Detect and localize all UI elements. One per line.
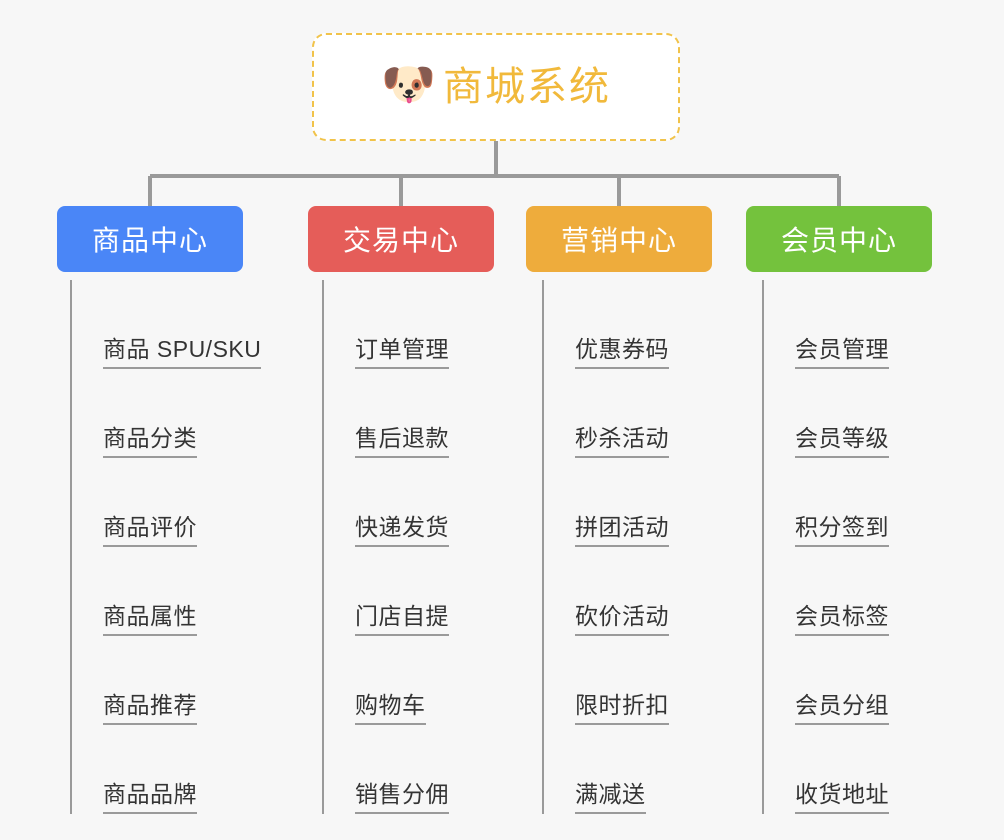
- leaf-label: 会员等级: [795, 426, 889, 458]
- leaf-label: 快递发货: [355, 515, 449, 547]
- leaf-item[interactable]: 会员管理: [762, 280, 889, 369]
- leaf-label: 会员分组: [795, 693, 889, 725]
- leaf-label: 商品推荐: [103, 693, 197, 725]
- leaf-label: 会员管理: [795, 337, 889, 369]
- leaf-item[interactable]: 商品分类: [70, 369, 261, 458]
- leaf-item[interactable]: 拼团活动: [542, 458, 669, 547]
- leaf-label: 售后退款: [355, 426, 449, 458]
- leaf-label: 商品品牌: [103, 782, 197, 814]
- leaf-item[interactable]: 积分签到: [762, 458, 889, 547]
- leaf-label: 优惠券码: [575, 337, 669, 369]
- leaf-column-product-center: 商品 SPU/SKU 商品分类 商品评价 商品属性 商品推荐 商品品牌: [70, 280, 262, 814]
- leaf-item[interactable]: 快递发货: [322, 458, 449, 547]
- branch-label: 交易中心: [342, 225, 459, 256]
- leaf-item[interactable]: 商品评价: [70, 458, 261, 547]
- root-title: 商城系统: [443, 65, 611, 109]
- leaf-item[interactable]: 购物车: [322, 636, 449, 725]
- leaf-item[interactable]: 商品 SPU/SKU: [70, 280, 262, 369]
- leaf-label: 满减送: [575, 782, 646, 814]
- column-spine: [70, 280, 72, 814]
- leaf-item[interactable]: 销售分佣: [322, 725, 449, 814]
- leaf-item[interactable]: 门店自提: [322, 547, 449, 636]
- leaf-item[interactable]: 限时折扣: [542, 636, 669, 725]
- leaf-column-member-center: 会员管理 会员等级 积分签到 会员标签 会员分组 收货地址: [762, 280, 889, 814]
- leaf-item[interactable]: 优惠券码: [542, 280, 669, 369]
- leaf-item[interactable]: 商品推荐: [70, 636, 261, 725]
- branch-label: 会员中心: [780, 225, 897, 256]
- leaf-column-marketing-center: 优惠券码 秒杀活动 拼团活动 砍价活动 限时折扣 满减送: [542, 280, 669, 814]
- leaf-label: 砍价活动: [575, 604, 669, 636]
- leaf-item[interactable]: 订单管理: [322, 280, 449, 369]
- leaf-label: 购物车: [355, 693, 426, 725]
- leaf-label: 会员标签: [795, 604, 889, 636]
- leaf-item[interactable]: 会员等级: [762, 369, 889, 458]
- leaf-label: 商品评价: [103, 515, 197, 547]
- branch-label: 营销中心: [560, 225, 677, 256]
- branch-label: 商品中心: [91, 225, 208, 256]
- leaf-label: 拼团活动: [575, 515, 669, 547]
- leaf-item[interactable]: 会员分组: [762, 636, 889, 725]
- leaf-label: 积分签到: [795, 515, 889, 547]
- branch-node-trade-center[interactable]: 交易中心: [308, 206, 494, 272]
- root-node[interactable]: 🐶 商城系统: [312, 33, 680, 141]
- branch-node-marketing-center[interactable]: 营销中心: [526, 206, 712, 272]
- leaf-label: 订单管理: [355, 337, 449, 369]
- leaf-item[interactable]: 收货地址: [762, 725, 889, 814]
- branch-node-product-center[interactable]: 商品中心: [57, 206, 243, 272]
- leaf-item[interactable]: 满减送: [542, 725, 669, 814]
- leaf-label: 商品 SPU/SKU: [103, 337, 262, 369]
- leaf-label: 限时折扣: [575, 693, 669, 725]
- leaf-item[interactable]: 商品品牌: [70, 725, 261, 814]
- leaf-item[interactable]: 砍价活动: [542, 547, 669, 636]
- column-spine: [762, 280, 764, 814]
- leaf-label: 商品分类: [103, 426, 197, 458]
- leaf-item[interactable]: 会员标签: [762, 547, 889, 636]
- leaf-label: 收货地址: [795, 782, 889, 814]
- column-spine: [322, 280, 324, 814]
- leaf-label: 门店自提: [355, 604, 449, 636]
- leaf-item[interactable]: 售后退款: [322, 369, 449, 458]
- branch-node-member-center[interactable]: 会员中心: [746, 206, 932, 272]
- leaf-column-trade-center: 订单管理 售后退款 快递发货 门店自提 购物车 销售分佣: [322, 280, 449, 814]
- leaf-item[interactable]: 秒杀活动: [542, 369, 669, 458]
- leaf-label: 商品属性: [103, 604, 197, 636]
- leaf-item[interactable]: 商品属性: [70, 547, 261, 636]
- leaf-label: 销售分佣: [355, 782, 449, 814]
- leaf-label: 秒杀活动: [575, 426, 669, 458]
- column-spine: [542, 280, 544, 814]
- dog-face-icon: 🐶: [381, 60, 436, 109]
